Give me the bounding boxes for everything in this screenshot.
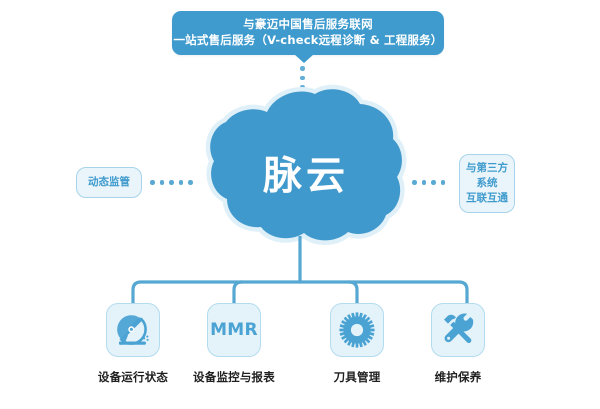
node-card-device-status[interactable] — [106, 303, 160, 357]
side-label-left-text: 动态监管 — [88, 175, 130, 188]
side-label-right: 与第三方 系统 互联互通 — [459, 154, 515, 213]
hammer-wrench-icon — [440, 312, 476, 348]
banner-line-1: 与豪迈中国售后服务联网 — [243, 17, 373, 32]
node-caption-device-status: 设备运行状态 — [97, 370, 169, 384]
mmr-text-icon: MMR — [210, 320, 258, 340]
left-dotted-connector — [150, 180, 193, 185]
side-label-right-line-3: 互联互通 — [466, 192, 508, 205]
node-caption-tool-management: 刀具管理 — [333, 370, 381, 384]
banner-line-2: 一站式售后服务（V-check远程诊断 & 工程服务） — [173, 33, 443, 47]
title-banner: 与豪迈中国售后服务联网 一站式售后服务（V-check远程诊断 & 工程服务） — [172, 11, 444, 55]
saw-blade-gear-icon — [339, 312, 375, 348]
right-dotted-connector — [412, 180, 445, 185]
node-caption-monitoring-report: 设备监控与报表 — [193, 370, 275, 384]
node-caption-maintenance: 维护保养 — [434, 370, 482, 384]
banner-tail-triangle — [294, 54, 314, 63]
node-card-maintenance[interactable] — [431, 303, 485, 357]
cloud-shape: 脉云 — [205, 82, 407, 257]
side-label-left: 动态监管 — [76, 167, 142, 198]
node-card-monitoring-report[interactable]: MMR — [207, 303, 261, 357]
side-label-right-line-1: 与第三方 — [466, 161, 508, 174]
tree-connector — [0, 236, 600, 308]
side-label-right-line-2: 系统 — [476, 176, 498, 189]
node-card-tool-management[interactable] — [330, 303, 384, 357]
cloud-label: 脉云 — [262, 153, 349, 199]
satellite-dish-icon — [115, 313, 151, 347]
